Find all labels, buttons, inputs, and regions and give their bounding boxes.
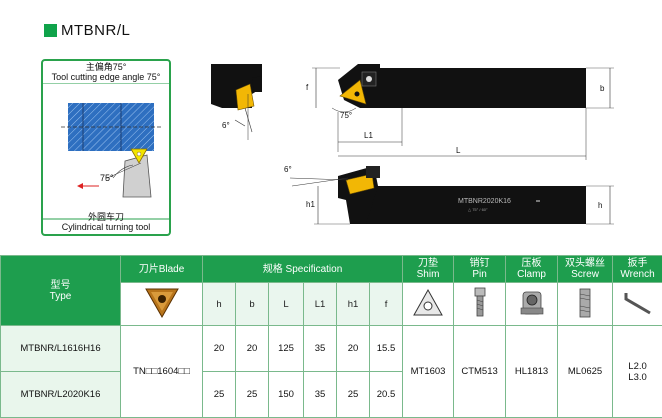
col-screw: 双头螺丝 Screw [557, 255, 614, 283]
col-pin: 销钉 Pin [453, 255, 507, 283]
operation-caption-cn: 外圆车刀 [87, 212, 124, 222]
clamp-icon [520, 291, 543, 314]
clamp-image [505, 282, 559, 326]
title-bullet [44, 23, 57, 37]
spec-table: 型号 Type 刀片Blade 规格 Specification 刀垫 Shim… [0, 255, 662, 418]
shank-sub-marking: △ 75° / 60° [468, 207, 488, 212]
col-pin-cn: 销钉 [469, 258, 490, 269]
row2-h: 25 [202, 371, 236, 418]
wrench-code-1: L2.0 [628, 360, 647, 372]
pin-code: CTM513 [453, 325, 507, 418]
screw-image [557, 282, 614, 326]
sub-col-l: L [268, 282, 304, 326]
screw-code: ML0625 [557, 325, 614, 418]
row2-b: 25 [235, 371, 269, 418]
blade-code: TN□□1604□□ [120, 325, 203, 418]
screw-icon [579, 288, 591, 317]
title-text: MTBNR/L [61, 21, 131, 39]
col-spec: 规格 Specification [201, 255, 404, 283]
col-wrench-cn: 扳手 [627, 258, 648, 269]
insert-top-icon [339, 79, 367, 105]
col-type-cn: 型号 [50, 279, 71, 291]
tool-info-box: 主偏角75° Tool cutting edge angle 75° 75° 外… [41, 59, 171, 236]
tool-drawing: 6° f 75° L1 L b MTBNR2020K16 △ 75° / 60°… [211, 64, 614, 225]
feed-arrow-icon [77, 183, 83, 189]
row2-l1: 35 [303, 371, 337, 418]
row-type-1: MTBNR/L1616H16 [0, 325, 121, 372]
wrench-image [612, 282, 662, 326]
sub-col-b: b [235, 282, 269, 326]
col-type: 型号 Type [0, 255, 121, 326]
dim-b: b [600, 84, 605, 93]
sub-col-l1: L1 [303, 282, 337, 326]
shank-top [380, 68, 586, 108]
shim-code: MT1603 [402, 325, 455, 418]
col-wrench: 扳手 Wrench [612, 255, 662, 283]
dim-f: f [306, 83, 309, 92]
col-screw-cn: 双头螺丝 [565, 258, 606, 269]
operation-caption-en: Cylindrical turning tool [61, 222, 151, 232]
row2-f: 20.5 [368, 371, 404, 418]
dim-h: h [598, 201, 602, 210]
sub-col-h: h [202, 282, 236, 326]
wrench-code-2: L3.0 [628, 371, 647, 383]
row1-b: 20 [235, 325, 269, 372]
angle-75-top: 75° [340, 111, 352, 120]
insert-side-icon [345, 173, 375, 195]
wrench-icon [624, 292, 651, 314]
insert-end-icon [235, 83, 255, 111]
pin-icon [474, 287, 485, 316]
col-clamp-cn: 压板 [521, 258, 542, 269]
col-clamp: 压板 Clamp [505, 255, 559, 283]
col-blade: 刀片Blade [120, 255, 203, 283]
row2-h1: 25 [336, 371, 370, 418]
top-view [338, 64, 586, 108]
col-screw-en: Screw [571, 269, 599, 280]
row1-h1: 20 [336, 325, 370, 372]
dim-l: L [456, 146, 461, 155]
col-shim-cn: 刀垫 [418, 258, 439, 269]
row-type-2: MTBNR/L2020K16 [0, 371, 121, 418]
col-clamp-en: Clamp [517, 269, 546, 280]
row1-f: 15.5 [368, 325, 404, 372]
end-view [211, 64, 262, 140]
col-type-en: Type [49, 290, 72, 302]
shim-image [402, 282, 455, 326]
turning-diagram [43, 83, 169, 220]
angle-label: 75° [100, 173, 114, 183]
col-shim: 刀垫 Shim [402, 255, 455, 283]
col-shim-en: Shim [416, 269, 440, 280]
col-pin-en: Pin [472, 269, 487, 280]
page-title: MTBNR/L [44, 21, 131, 39]
wrench-codes: L2.0 L3.0 [612, 325, 662, 418]
pin-image [453, 282, 507, 326]
dim-l1: L1 [364, 131, 373, 140]
row1-h: 20 [202, 325, 236, 372]
shank-side [366, 186, 586, 224]
row1-l: 125 [268, 325, 304, 372]
angle-caption-cn: 主偏角75° [85, 62, 127, 72]
col-wrench-en: Wrench [620, 269, 655, 280]
sub-col-h1: h1 [336, 282, 370, 326]
angle-caption-en: Tool cutting edge angle 75° [51, 72, 161, 82]
angle-6-top: 6° [222, 121, 230, 130]
blade-insert-icon [144, 288, 179, 318]
row2-l: 150 [268, 371, 304, 418]
sub-col-f: f [368, 282, 404, 326]
angle-6-side: 6° [284, 165, 292, 174]
clamp-code: HL1813 [505, 325, 559, 418]
dim-h1: h1 [306, 200, 315, 209]
row1-l1: 35 [303, 325, 337, 372]
side-view [338, 166, 586, 224]
shank-marking: MTBNR2020K16 [458, 198, 511, 205]
blade-image [120, 282, 203, 326]
shim-icon [413, 288, 443, 315]
operation-caption: 外圆车刀 Cylindrical turning tool [43, 212, 169, 232]
